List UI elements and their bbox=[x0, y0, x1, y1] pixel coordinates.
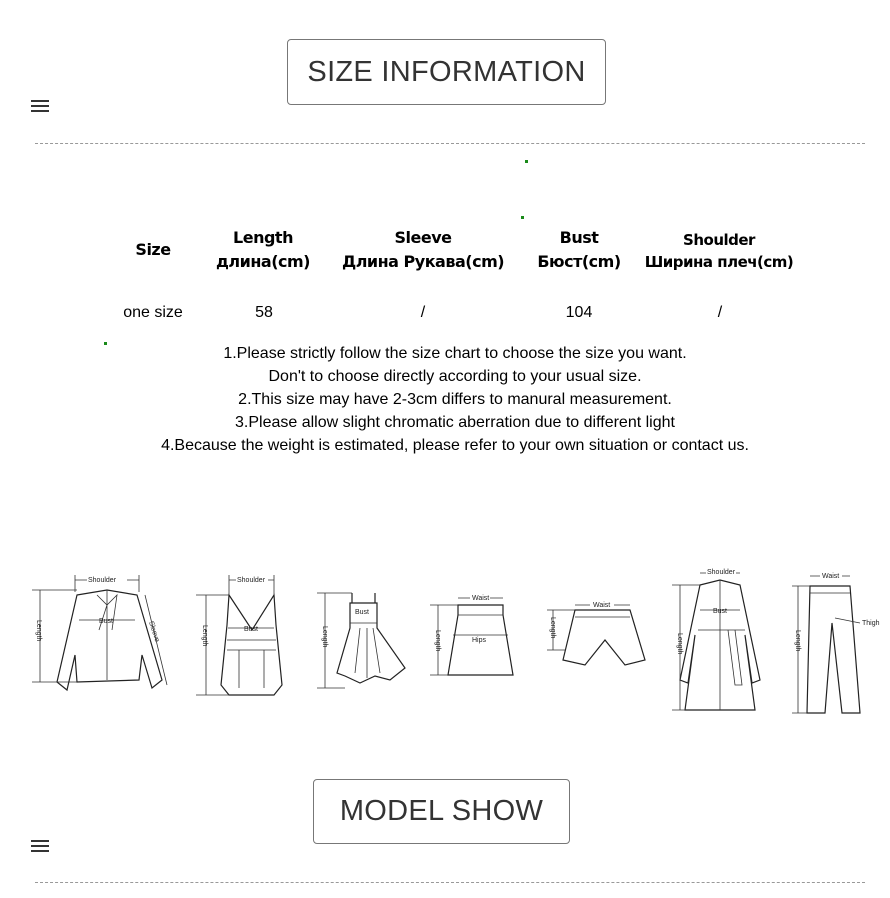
label-sleeve: Sleeve bbox=[147, 620, 160, 643]
skirt-diagram: Waist Hips Length bbox=[430, 594, 514, 676]
menu-icon bbox=[31, 100, 49, 112]
note: Don't to choose directly according to yo… bbox=[268, 368, 642, 385]
label-waist: Waist bbox=[472, 595, 489, 602]
label-thigh: Thigh bbox=[862, 620, 880, 627]
dress-diagram: Bust Length bbox=[317, 592, 406, 689]
coat-diagram: Shoulder Bust Length bbox=[672, 568, 761, 711]
label-waist: Waist bbox=[593, 602, 610, 609]
model-show-title: MODEL SHOW bbox=[313, 779, 570, 844]
note: 1.Please strictly follow the size chart … bbox=[223, 345, 687, 362]
label-hips: Hips bbox=[472, 637, 487, 644]
label-bust: Bust bbox=[713, 608, 727, 615]
label-waist: Waist bbox=[822, 573, 839, 580]
label-length: Length bbox=[794, 630, 801, 652]
label-length: Length bbox=[434, 630, 441, 652]
cell-bust: 104 bbox=[565, 304, 593, 321]
label-bust: Bust bbox=[244, 626, 258, 633]
menu-icon bbox=[31, 840, 49, 852]
note: 4.Because the weight is estimated, pleas… bbox=[161, 437, 749, 454]
label-length: Length bbox=[201, 625, 208, 647]
label-length: Length bbox=[35, 620, 42, 642]
note: 3.Please allow slight chromatic aberrati… bbox=[235, 414, 675, 431]
decoration bbox=[104, 342, 107, 345]
cell-sleeve: / bbox=[420, 304, 426, 321]
label-shoulder: Shoulder bbox=[88, 577, 117, 584]
shorts-diagram: Waist Length bbox=[547, 601, 646, 666]
decoration bbox=[525, 160, 528, 163]
divider bbox=[35, 143, 865, 144]
label-length: Length bbox=[549, 617, 556, 639]
label-shoulder: Shoulder bbox=[237, 577, 266, 584]
divider bbox=[35, 882, 865, 883]
size-information-label: SIZE INFORMATION bbox=[307, 55, 586, 88]
cell-size: one size bbox=[123, 304, 183, 321]
cell-length: 58 bbox=[255, 304, 273, 321]
shirt-diagram: Shoulder Bust Length Sleeve bbox=[32, 575, 168, 692]
label-length: Length bbox=[676, 633, 683, 655]
decoration bbox=[521, 216, 524, 219]
note: 2.This size may have 2-3cm differs to ma… bbox=[238, 391, 672, 408]
label-bust: Bust bbox=[99, 618, 113, 625]
tank-top-diagram: Shoulder Bust Length bbox=[196, 575, 283, 696]
label-bust: Bust bbox=[355, 609, 369, 616]
header-size: Size bbox=[135, 240, 171, 259]
cell-shoulder: / bbox=[717, 304, 723, 321]
size-information-title: SIZE INFORMATION bbox=[287, 39, 606, 105]
pants-diagram: Waist Thigh Length bbox=[792, 572, 880, 714]
label-length: Length bbox=[321, 626, 328, 648]
model-show-label: MODEL SHOW bbox=[339, 795, 544, 827]
size-notes: 1.Please strictly follow the size chart … bbox=[0, 342, 890, 457]
label-shoulder: Shoulder bbox=[707, 569, 736, 576]
